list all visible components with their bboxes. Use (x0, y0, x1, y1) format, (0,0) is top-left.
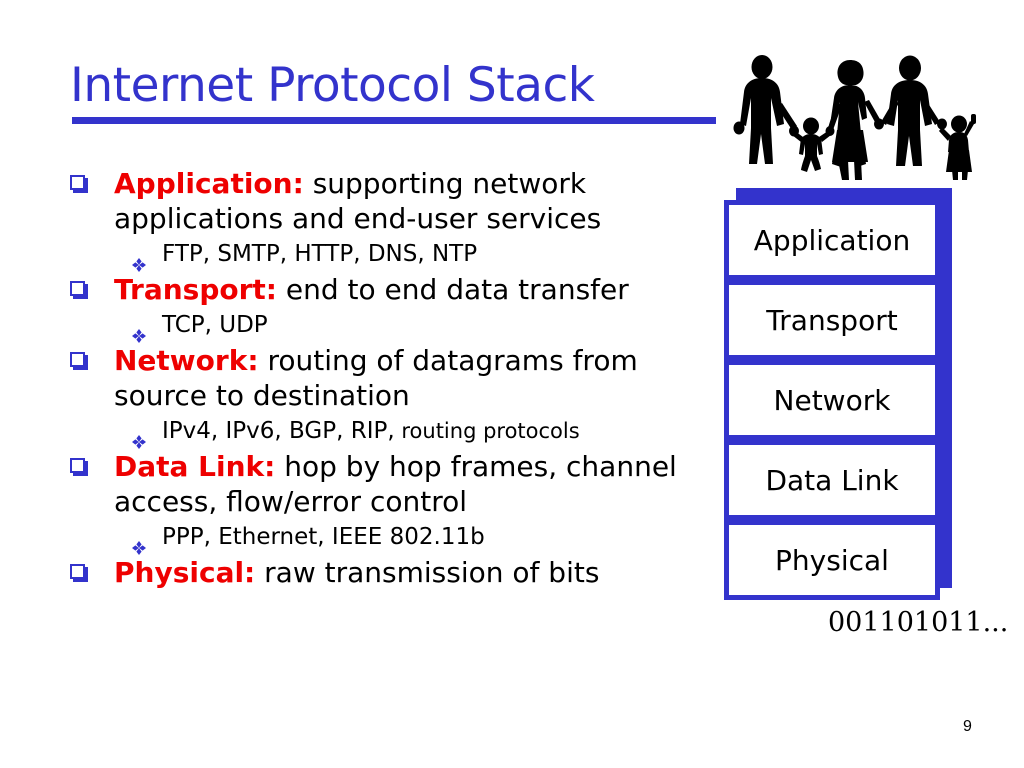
binary-stream-label: 001101011... (828, 607, 1009, 638)
subbullet-item-transport-protocols: TCP, UDP (66, 308, 706, 343)
bullet-item-network: Network: routing of datagrams from sourc… (66, 343, 706, 413)
diamond-cluster-bullet-icon (132, 425, 146, 449)
bullet-body-application: supporting network applications and end-… (114, 167, 602, 235)
title-underline-rule (72, 117, 716, 124)
subbullet-text-main: PPP, Ethernet, IEEE 802.11b (162, 524, 485, 550)
subbullet-text-small: routing protocols (394, 419, 580, 443)
subbullet-text-main: FTP, SMTP, HTTP, DNS, NTP (162, 241, 478, 267)
bullet-body-physical: raw transmission of bits (255, 556, 600, 589)
page-number: 9 (963, 718, 972, 735)
bullet-label-transport: Transport: (114, 273, 277, 306)
bullet-label-application: Application: (114, 167, 304, 200)
bullet-body-network: routing of datagrams from source to dest… (114, 344, 638, 412)
diamond-cluster-bullet-icon (132, 248, 146, 272)
bullet-item-transport: Transport: end to end data transfer (66, 272, 706, 307)
square-bullet-icon (70, 175, 85, 190)
bullet-item-physical: Physical: raw transmission of bits (66, 555, 706, 590)
bullet-list: Application: supporting network applicat… (66, 166, 706, 591)
square-bullet-icon (70, 564, 85, 579)
bullet-label-physical: Physical: (114, 556, 256, 589)
stack-layer-boxes: Application Transport Network Data Link … (724, 200, 940, 600)
subbullet-item-application-protocols: FTP, SMTP, HTTP, DNS, NTP (66, 237, 706, 272)
diamond-cluster-bullet-icon (132, 531, 146, 555)
subbullet-text-main: IPv4, IPv6, BGP, RIP, (162, 418, 395, 444)
square-bullet-icon (70, 352, 85, 367)
bullet-item-application: Application: supporting network applicat… (66, 166, 706, 236)
stack-layer-data-link[interactable]: Data Link (724, 440, 940, 520)
bullet-label-data-link: Data Link: (114, 450, 276, 483)
people-holding-hands-silhouette-icon (728, 52, 976, 180)
protocol-stack-diagram: Application Transport Network Data Link … (724, 188, 952, 600)
subbullet-item-data-link-protocols: PPP, Ethernet, IEEE 802.11b (66, 520, 706, 555)
diamond-cluster-bullet-icon (132, 319, 146, 343)
bullet-item-data-link: Data Link: hop by hop frames, channel ac… (66, 449, 706, 519)
page-title: Internet Protocol Stack (70, 58, 595, 113)
stack-layer-physical[interactable]: Physical (724, 520, 940, 600)
bullet-body-transport: end to end data transfer (277, 273, 629, 306)
subbullet-item-network-protocols: IPv4, IPv6, BGP, RIP, routing protocols (66, 414, 706, 449)
square-bullet-icon (70, 281, 85, 296)
bullet-label-network: Network: (114, 344, 259, 377)
stack-layer-transport[interactable]: Transport (724, 280, 940, 360)
stack-layer-application[interactable]: Application (724, 200, 940, 280)
subbullet-text-main: TCP, UDP (162, 312, 268, 338)
square-bullet-icon (70, 458, 85, 473)
bullet-body-data-link: hop by hop frames, channel access, flow/… (114, 450, 677, 518)
stack-layer-network[interactable]: Network (724, 360, 940, 440)
